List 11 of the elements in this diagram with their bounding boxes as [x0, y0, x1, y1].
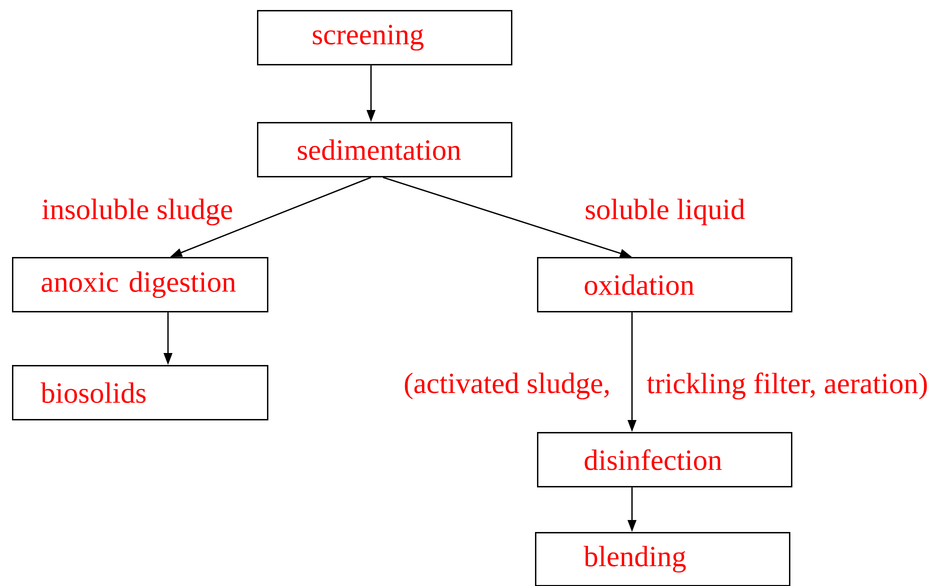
process-box: disinfection — [537, 432, 792, 488]
process-box: anoxic digestion — [12, 257, 268, 312]
process-box: blending — [535, 532, 790, 586]
edge-label: insoluble sludge — [40, 197, 234, 227]
process-box: biosolids — [12, 365, 268, 420]
edge-label: soluble liquid — [583, 197, 746, 227]
note-text: (activated sludge, — [404, 372, 609, 400]
process-box: sedimentation — [257, 122, 512, 178]
note-text: trickling filter, aeration) — [646, 372, 927, 400]
process-box: oxidation — [537, 257, 792, 312]
process-box: screening — [257, 10, 512, 66]
